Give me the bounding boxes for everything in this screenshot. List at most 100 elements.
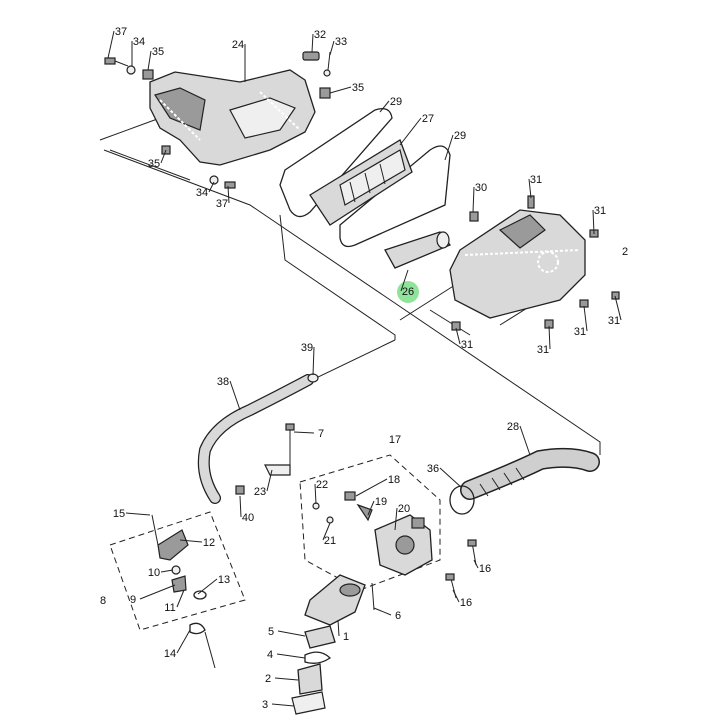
group-17-boundary	[299, 454, 441, 591]
leader-line-12	[179, 539, 203, 543]
leader-line-7	[293, 431, 315, 434]
callout-8: 8	[100, 595, 106, 607]
callout-5: 5	[268, 626, 274, 638]
part-29-gasket-right	[339, 145, 451, 248]
leader-line-39	[312, 346, 315, 376]
leader-line-2	[274, 677, 299, 681]
callout-2: 2	[622, 246, 628, 258]
part-24-airbox-upper	[149, 69, 316, 166]
assembly-line	[204, 631, 216, 669]
callout-23: 23	[254, 486, 266, 498]
callout-40: 40	[242, 512, 254, 524]
callout-26: 26	[402, 286, 414, 298]
part-7-bolt	[285, 423, 295, 465]
parts-16-bolts	[445, 539, 477, 599]
callout-35: 35	[152, 46, 164, 58]
callout-13: 13	[218, 574, 230, 586]
callout-11: 11	[164, 602, 175, 614]
leader-line-28	[519, 425, 531, 456]
callout-7: 7	[318, 428, 324, 440]
assembly-line	[279, 214, 396, 340]
callout-34: 34	[196, 187, 208, 199]
callout-4: 4	[267, 649, 273, 661]
leader-line-21	[322, 522, 331, 541]
leader-line-31	[548, 325, 551, 350]
callout-19: 19	[375, 496, 387, 508]
part-38-breather-hose	[197, 374, 314, 504]
callout-20: 20	[398, 503, 410, 515]
airbox-lower-right	[449, 209, 586, 319]
leader-line-20	[394, 507, 398, 531]
callout-27: 27	[422, 113, 434, 125]
leader-line-14	[176, 629, 191, 654]
leader-line-37	[227, 185, 230, 204]
callout-28: 28	[507, 421, 519, 433]
callout-34: 34	[133, 36, 145, 48]
leader-line-35	[147, 50, 152, 71]
part-29-gasket-left	[279, 107, 393, 218]
callout-36: 36	[427, 463, 439, 475]
sensor-parts-18-19-20-22	[312, 491, 373, 524]
leader-line-34	[208, 181, 215, 193]
throttle-body	[374, 514, 433, 576]
callout-35: 35	[148, 158, 160, 170]
callout-29: 29	[454, 130, 466, 142]
leader-line-31	[592, 209, 595, 235]
leader-line-9	[139, 584, 176, 600]
part-2-insulator	[297, 663, 323, 695]
callout-21: 21	[324, 535, 336, 547]
leader-line-5	[277, 630, 306, 637]
part-1-intake-manifold	[304, 574, 366, 626]
part-26-intake-duct	[384, 231, 452, 269]
callout-labels: 3734352432333529272935343730313122631313…	[100, 26, 628, 711]
leader-line-37	[107, 30, 115, 59]
callout-35: 35	[352, 82, 364, 94]
part-36-clamp	[449, 485, 475, 515]
callout-38: 38	[217, 376, 229, 388]
leader-line-38	[229, 380, 241, 411]
leader-line-40	[239, 495, 242, 518]
leader-line-19	[367, 500, 375, 516]
leader-line-6	[373, 607, 392, 616]
leader-line-35	[329, 86, 352, 94]
callout-24: 24	[232, 39, 244, 51]
group-8-boundary	[109, 511, 246, 631]
leader-line-15	[125, 512, 151, 516]
callout-16: 16	[460, 597, 472, 609]
callout-31: 31	[608, 315, 620, 327]
part-40-nut	[235, 485, 245, 495]
part-6-bolt	[371, 582, 375, 611]
leader-line-29	[444, 134, 454, 161]
callout-31: 31	[594, 205, 606, 217]
part-4-o-ring	[304, 651, 332, 664]
part-14-gasket	[189, 622, 206, 635]
leader-line-23	[266, 469, 273, 492]
callout-33: 33	[335, 36, 347, 48]
hardware-37-34-35-top	[104, 57, 154, 80]
leader-line-27	[399, 117, 422, 146]
leader-line-33	[329, 40, 335, 56]
part-23-bracket	[264, 464, 291, 476]
callout-22: 22	[316, 479, 328, 491]
leader-line-4	[276, 653, 306, 659]
callout-39: 39	[301, 342, 313, 354]
leader-line-36	[439, 467, 463, 489]
leader-line-13	[197, 578, 218, 595]
assembly-line	[109, 149, 191, 181]
leader-line-11	[176, 589, 185, 608]
leader-line-31	[528, 178, 532, 199]
part-39-clamp	[307, 373, 319, 383]
assembly-line-main	[103, 149, 601, 455]
part-28-intake-hose	[460, 447, 600, 500]
callout-10: 10	[148, 567, 160, 579]
leader-line-10	[160, 569, 174, 573]
leader-line-31	[614, 295, 622, 321]
leader-line-32	[311, 33, 314, 53]
callout-18: 18	[388, 474, 400, 486]
parts-9-10-11-13	[171, 565, 207, 600]
leader-line-16	[473, 559, 479, 569]
callout-37: 37	[216, 198, 228, 210]
part-5-clamp	[304, 625, 336, 649]
callout-31: 31	[530, 174, 542, 186]
leader-line-29	[379, 100, 390, 113]
